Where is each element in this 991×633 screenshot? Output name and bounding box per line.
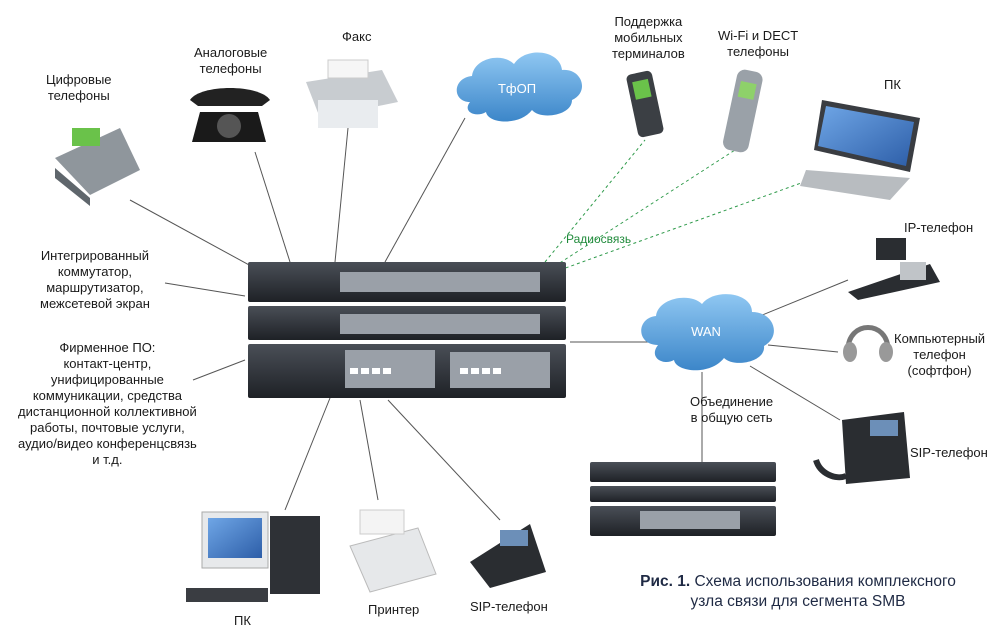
software-label: Фирменное ПО: контакт-центр, унифицирова… <box>18 340 197 467</box>
softphone-label: Компьютерный телефон (софтфон) <box>894 331 986 378</box>
caption-line-1: Схема использования комплексного <box>694 573 956 590</box>
analog-phones-label: Аналоговые телефоны <box>194 45 268 76</box>
caption-line-2: узла связи для сегмента SMB <box>690 593 906 610</box>
integrated-switch-label: Интегрированный коммутатор, маршрутизато… <box>40 248 150 311</box>
ip-phone-top-icon <box>848 238 940 300</box>
sip-phone-right-icon <box>813 412 910 484</box>
pc-bottom-label: ПК <box>234 613 251 628</box>
wan-label: WAN <box>691 324 721 339</box>
ip-phone-label: IP-телефон <box>904 220 974 235</box>
sip-phone-right-label: SIP-телефон <box>910 445 988 460</box>
sip-phone-bottom-icon <box>470 524 546 588</box>
desktop-pc-icon <box>186 511 320 602</box>
mobile-phone-icon <box>626 70 664 138</box>
wan-cloud: WAN <box>641 294 774 371</box>
printer-icon <box>349 509 437 593</box>
pstn-label: ТфОП <box>498 81 536 96</box>
caption-prefix: Рис. 1. <box>640 573 691 590</box>
radio-links <box>544 139 816 271</box>
figure-caption: Рис. 1. Схема использования комплексного… <box>612 572 984 612</box>
pstn-cloud: ТфОП <box>456 52 583 122</box>
mobile-support-label: Поддержка мобильных терминалов <box>612 14 685 61</box>
sip-phone-bottom-label: SIP-телефон <box>470 599 548 614</box>
wifi-dect-label: Wi-Fi и DECT телефоны <box>718 28 799 59</box>
dect-phone-icon <box>723 69 763 153</box>
radio-link-label: Радиосвязь <box>566 232 632 246</box>
analog-phone-icon <box>190 88 270 142</box>
connection-lines <box>129 117 849 521</box>
laptop-icon <box>800 100 920 200</box>
pc-top-label: ПК <box>884 77 901 92</box>
fax-icon <box>306 59 398 128</box>
central-rack <box>248 262 566 398</box>
digital-phone-icon <box>55 128 140 206</box>
network-merge-label: Объединение в общую сеть <box>690 394 774 425</box>
headset-icon <box>843 325 893 362</box>
printer-label: Принтер <box>368 602 420 617</box>
digital-phones-label: Цифровые телефоны <box>46 72 112 103</box>
fax-label: Факс <box>342 29 372 44</box>
branch-rack <box>590 462 776 536</box>
